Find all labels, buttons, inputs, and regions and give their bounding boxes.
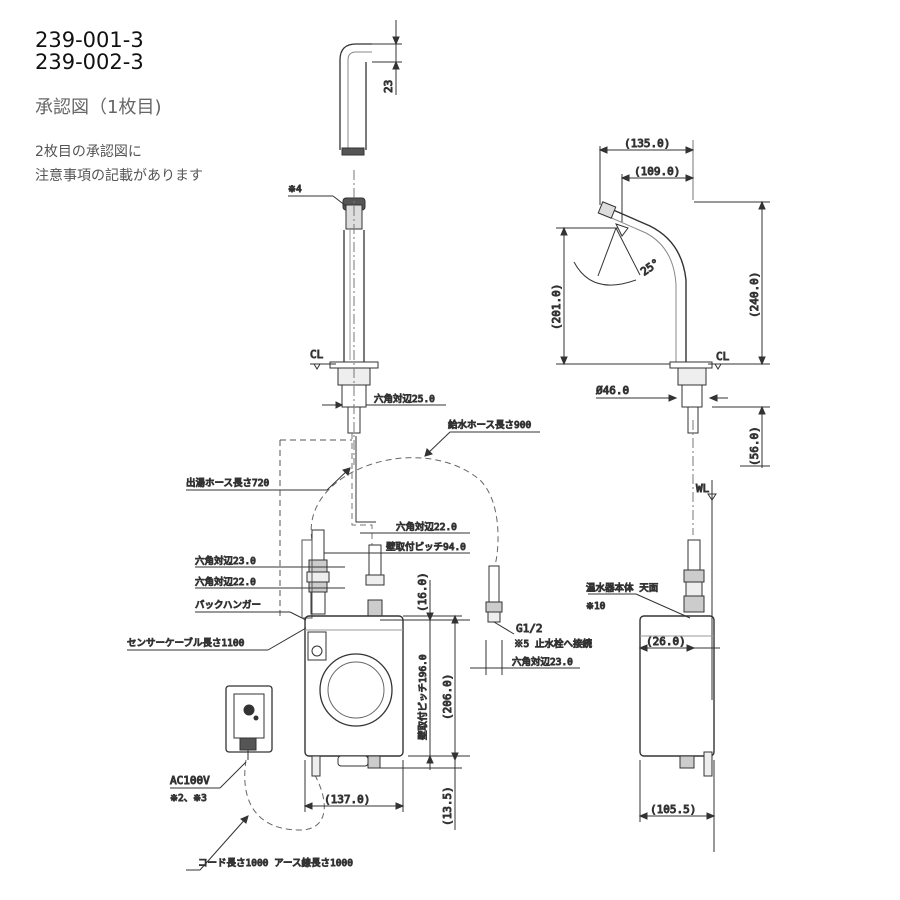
note-4: ※4	[288, 184, 302, 195]
heater-front: (16.0) 壁取付ピッチ196.0 (206.0) (13.5) (137.0…	[301, 539, 580, 830]
dim-56: (56.0)	[748, 426, 761, 466]
note-5: ※5 止水栓へ接続	[514, 638, 592, 650]
dim-201: (201.0)	[550, 284, 563, 330]
dim-26: (26.0)	[646, 635, 686, 648]
water-heater-label: 温水器本体 天面	[586, 582, 658, 594]
dim-206: (206.0)	[441, 674, 454, 720]
top-view: 23	[339, 20, 402, 156]
model-code-2: 239-002-3	[35, 50, 144, 74]
angle-25: 25°	[638, 256, 662, 278]
hex22-left-label: 六角対辺22.0	[195, 576, 256, 588]
dim-105-5: (105.5)	[650, 803, 696, 816]
hex25-label: 六角対辺25.0	[374, 393, 435, 405]
note-10: ※10	[586, 601, 606, 612]
supply-hose-label: 給水ホース長さ900	[448, 419, 531, 431]
dim-109: (109.0)	[634, 165, 680, 178]
cl-label-front: CL	[310, 348, 324, 361]
sensor-cable-label: センサーケーブル長さ1100	[127, 637, 245, 649]
hex23-right-label: 六角対辺23.0	[512, 656, 573, 668]
wall-pitch94-label: 壁取付ピッチ94.0	[386, 541, 466, 553]
side-view: (135.0) (109.0) (201.0) (240.0) 25° CL Ø…	[550, 137, 770, 852]
note-2-3: ※2、※3	[170, 793, 207, 804]
dim-137: (137.0)	[324, 793, 370, 806]
fittings-front: 六角対辺22.0 壁取付ピッチ94.0 六角対辺23.0 六角対辺22.0 バッ…	[127, 521, 593, 651]
dim-240: (240.0)	[748, 272, 761, 318]
model-code-1: 239-001-3	[35, 28, 144, 52]
drawing-subtitle: 承認図（1枚目)	[35, 97, 162, 118]
note-line-2: 注意事項の記載があります	[35, 168, 203, 184]
hex23-left-label: 六角対辺23.0	[195, 555, 256, 567]
dim-13-5: (13.5)	[441, 786, 454, 826]
dim-16: (16.0)	[416, 572, 429, 612]
wall-pitch196-label: 壁取付ピッチ196.0	[417, 654, 429, 740]
back-hanger-label: バックハンガー	[195, 600, 261, 611]
dim-23: 23	[382, 80, 395, 93]
ac100v-label: AC100V	[170, 774, 210, 787]
dim-135: (135.0)	[624, 137, 670, 150]
front-faucet: ※4 CL 六角対辺25.0	[288, 170, 446, 465]
outlet-hose-label: 出湯ホース長さ720	[186, 477, 269, 489]
cl-label-side: CL	[716, 350, 730, 363]
dia46-label: Ø46.0	[596, 384, 629, 397]
hoses: 給水ホース長さ900 出湯ホース長さ720	[186, 419, 540, 831]
hex22-top-label: 六角対辺22.0	[396, 521, 457, 533]
g12-label: G1/2	[516, 622, 543, 635]
note-line-1: 2枚目の承認図に	[35, 144, 142, 160]
wl-label: WL	[696, 482, 710, 495]
sensor-box: AC100V ※2、※3 コード長さ1000 アース線長さ1000	[170, 685, 354, 871]
cord-label: コード長さ1000 アース線長さ1000	[198, 857, 353, 869]
